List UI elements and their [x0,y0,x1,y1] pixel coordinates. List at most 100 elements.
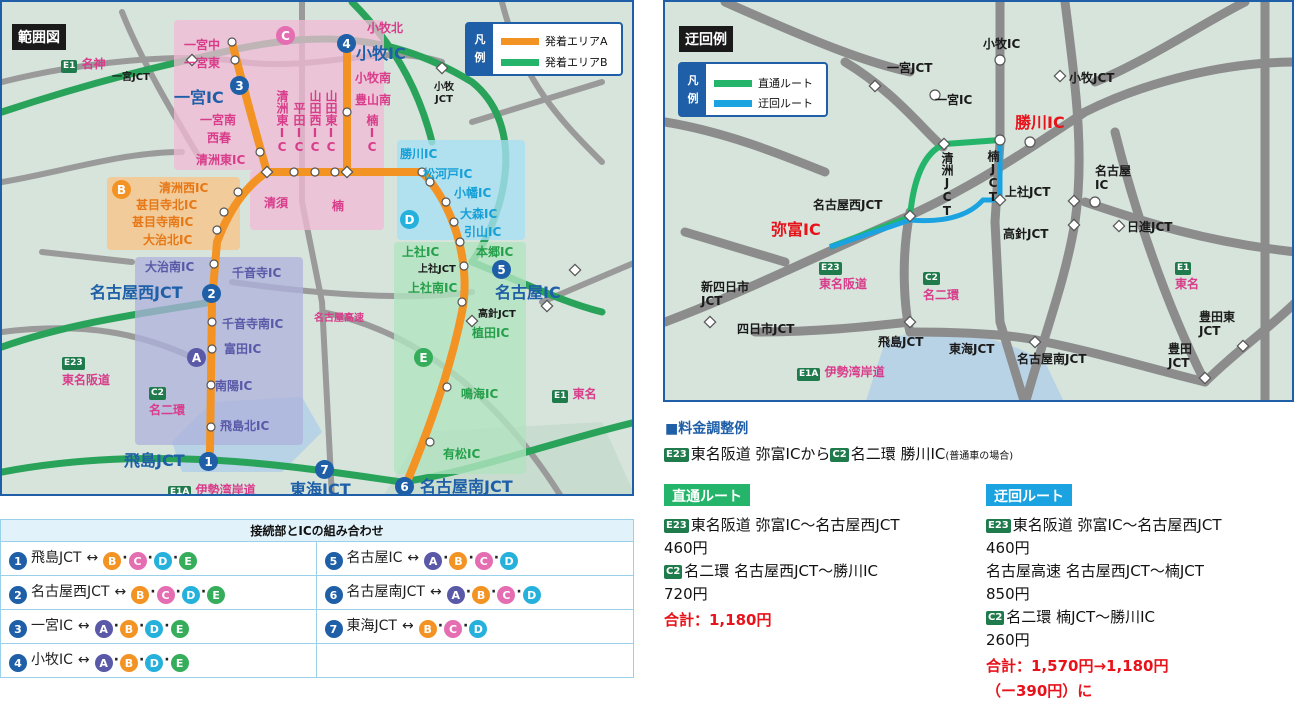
detour-route-total-line1: 合計：1,570円→1,180円 [986,657,1169,675]
fee-line-text: 460円 [664,539,708,557]
zone-badge: E [170,654,189,673]
zone-badge: E [179,552,198,571]
zone-badge: A [446,586,465,605]
detour-map: 迂回例 凡例 直通ルート 迂回ルート 小牧IC 一宮JCT 小牧JCT 一宮IC… [663,0,1294,402]
komaki-kita-label: 小牧北 [367,21,404,35]
fee-heading: ■料金調整例 [665,421,749,437]
zone-badge: B [472,586,491,605]
connection-name: 小牧IC [31,651,73,668]
omori-ic-label: 大森IC [460,207,498,221]
fee-line-text: 東名阪道 弥富IC～名古屋西JCT [1012,516,1222,534]
zone-a-marker: A [187,348,206,367]
r-toyota-jct-label: 豊田JCT [1168,342,1193,370]
range-map-title: 範囲図 [12,24,66,50]
direct-route-tag: 直通ルート [664,484,750,506]
fee-line-text: 名二環 名古屋西JCT～勝川IC [684,562,879,580]
arimatsu-ic-label: 有松IC [443,447,481,461]
fee-line: 720円 [664,587,708,602]
zone-badge: C [444,620,463,639]
zone-badge: E [207,586,226,605]
separator-dot: · [463,617,469,634]
range-map-legend: 凡例 発着エリアA 発着エリアB [465,22,623,76]
zone-badge: E [170,620,189,639]
zone-badge: A [94,620,113,639]
tomei-label: E1 東名 [552,387,597,403]
legend-swatch-area-b [501,58,539,66]
kobata-ic-label: 小幡IC [454,186,492,200]
r-kachigawa-ic-label: 勝川IC [1015,113,1065,132]
r-meinikan-label: 名二環 [923,288,960,302]
connection-number-badge: 2 [9,586,27,605]
connection-number-badge: 6 [324,586,343,605]
connection-4-marker: 4 [337,34,356,53]
r-kamiyashiro-jct-label: 上社JCT [1005,185,1051,199]
r-ichinomiya-jct-label: 一宮JCT [887,61,933,75]
zone-badge: A [424,552,443,571]
arrow-icon: ↔ [86,549,99,566]
fee-line-text: 名古屋高速 名古屋西JCT～楠JCT [986,562,1204,580]
r-isewangan-label: E1A 伊勢湾岸道 [797,365,885,381]
nanyo-ic-label: 南陽IC [215,379,253,393]
kamiyashiro-minami-ic-label: 上社南IC [408,281,458,295]
fee-line-text: 260円 [986,631,1030,649]
r-komaki-ic-label: 小牧IC [983,37,1021,51]
ichinomiya-minami-label: 一宮南 [200,113,237,127]
separator-dot: · [200,583,207,600]
nagoya-ic-label: 名古屋IC [495,283,561,302]
zone-badge: D [500,552,519,571]
jimokuji-minami-ic-label: 甚目寺南IC [132,215,194,229]
fee-line-text: 東名阪道 弥富IC～名古屋西JCT [690,516,900,534]
shogawado-ic-label: 松河戸IC [423,167,473,181]
zone-badge: D [153,552,172,571]
ichinomiya-naka-label: 一宮中 [184,38,221,52]
connection-name: 名古屋西JCT [31,583,110,600]
detour-map-legend: 凡例 直通ルート 迂回ルート [678,62,828,117]
komaki-minami-label: 小牧南 [355,71,392,85]
route-shield: C2 [664,565,683,579]
connection-name: 東海JCT [346,617,397,634]
zone-c-marker: C [276,26,295,45]
legend-item-area-b: 発着エリアB [501,54,608,70]
arrow-icon: ↔ [77,651,90,668]
separator-dot: · [147,549,153,566]
toyoyama-minami-label: 豊山南 [355,93,392,107]
fee-line: 260円 [986,633,1030,648]
fee-line: 460円 [986,541,1030,556]
r-kiyosu-jct-label: 清洲JCT [940,152,954,218]
legend-swatch-area-a [501,37,539,45]
separator-dot: · [172,549,179,566]
zone-badge: C [497,586,516,605]
r-takabari-jct-label: 高針JCT [1003,227,1049,241]
v-yamada-higashi-ic-label: 山田東IC [324,90,338,154]
zone-badge: C [474,552,493,571]
r-tomei-label: 東名 [1175,277,1200,291]
zone-badge: A [94,654,113,673]
connection-name: 名古屋IC [346,549,403,566]
nagoya-minami-jct-label: 名古屋南JCT [420,477,513,496]
zone-badge: D [145,654,164,673]
kusunoki-label: 楠 [332,199,345,213]
zone-badge: D [522,586,541,605]
tomei-hanshin-shield: E23 [62,357,85,370]
zone-badge: B [131,586,150,605]
separator-dot: · [164,651,170,668]
connection-name: 一宮IC [31,617,73,634]
separator-dot: · [150,583,156,600]
zone-badge: B [119,620,138,639]
r-kusunoki-jct-label: 楠JCT [986,150,1000,204]
zone-d-marker: D [400,210,419,229]
oharu-minami-ic-label: 大治南IC [145,260,195,274]
detour-legend-vertical-label: 凡例 [680,64,706,115]
legend-swatch-direct [714,79,752,87]
nishiharu-label: 西春 [207,131,232,145]
detour-map-title: 迂回例 [679,26,733,52]
kamiyashiro-jct-label: 上社JCT [418,264,456,275]
r-tomei-hanshin-shield: E23 [819,262,842,275]
v-yamada-nishi-ic-label: 山田西IC [308,90,322,154]
